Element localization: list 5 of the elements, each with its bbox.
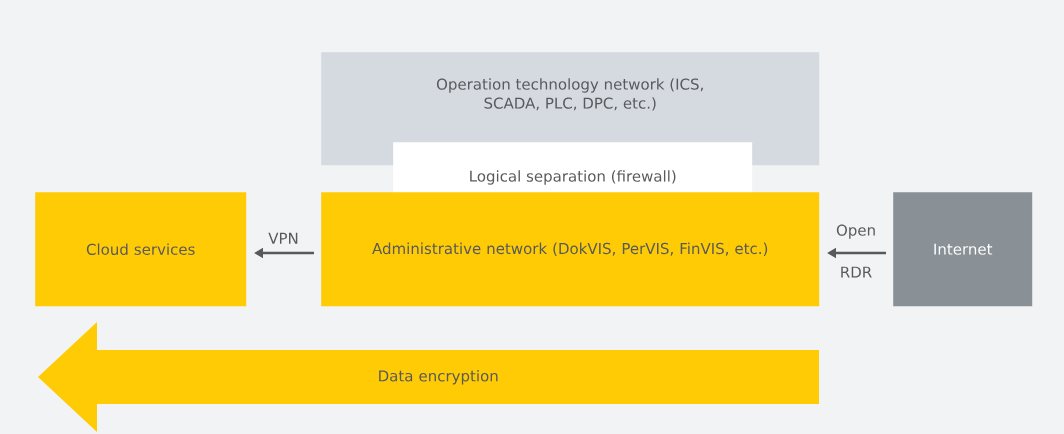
- internet-box: Internet: [893, 192, 1033, 307]
- edge-label: VPN: [268, 232, 298, 244]
- network-box: Administrative network (DokVIS, PerVIS, FinVIS, etc.): [321, 192, 820, 307]
- cloud-services-box: Cloud services: [35, 192, 247, 307]
- edge-label: Open RDR: [836, 224, 875, 278]
